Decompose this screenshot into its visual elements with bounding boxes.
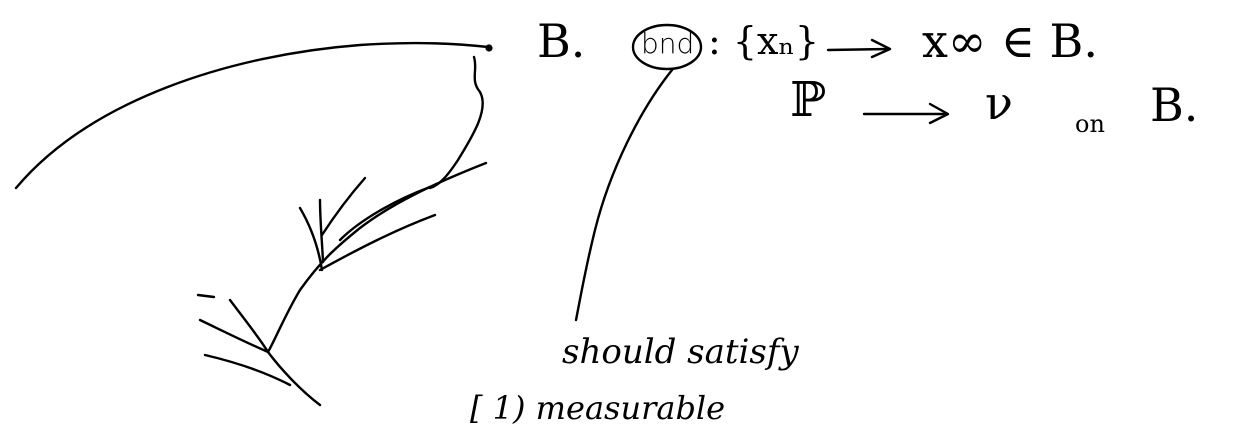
condition-measurable-label: [ 1) measurable	[470, 389, 726, 427]
measure-p-label: ℙ	[790, 72, 827, 128]
arrow-bottom-head	[928, 102, 950, 125]
arrow-top-shaft	[826, 47, 890, 52]
boundary-point	[485, 44, 493, 52]
tree-branch-low-a	[228, 298, 270, 354]
tree-branch-low-b	[198, 318, 270, 354]
tree-branch-right	[338, 185, 432, 242]
bnd-circle	[631, 23, 703, 71]
tree-trunk	[428, 55, 484, 190]
sequence-label: : {xₙ}	[708, 19, 820, 63]
space-b-label-2: B.	[1150, 78, 1199, 132]
arrow-top-head	[870, 38, 892, 59]
boundary-arc	[14, 41, 490, 190]
tree-branch-upper	[320, 176, 367, 237]
tree-main-branch	[266, 161, 488, 407]
pointer-line	[574, 68, 674, 322]
limit-measure-label: ν	[985, 76, 1013, 130]
tree-branch-low-c	[203, 353, 292, 387]
space-b-label: B.	[537, 14, 586, 68]
limit-label: x∞ ∈ B.	[922, 14, 1098, 68]
tree-branch-long	[318, 213, 437, 272]
tree-twig-a	[298, 206, 324, 272]
tree-twig-b	[318, 198, 325, 264]
tree-stub	[196, 293, 216, 299]
should-satisfy-label: should satisfy	[562, 332, 799, 372]
on-word-label: on	[1075, 110, 1105, 138]
bnd-label: bnd	[641, 27, 695, 60]
